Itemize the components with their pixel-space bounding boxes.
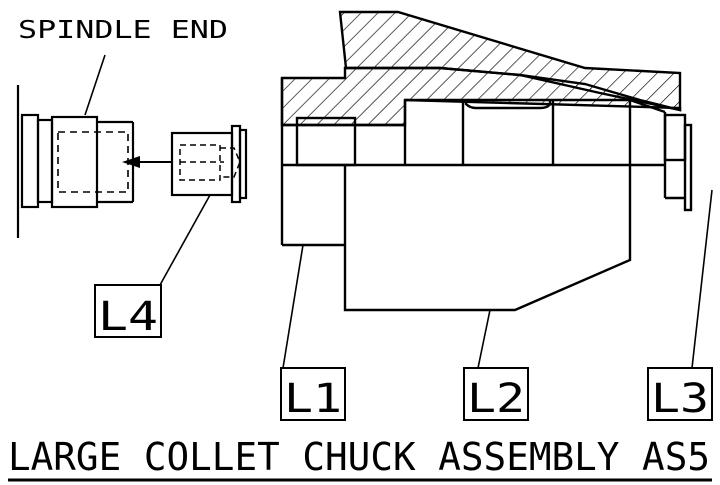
callout-box-l4: [94, 284, 162, 338]
collet-part: [170, 124, 248, 204]
callout-l1: L1: [284, 376, 342, 422]
callout-box-l2: [463, 367, 529, 421]
leader-lines: [84, 54, 713, 369]
callout-l4: L4: [98, 294, 158, 340]
chuck-body-outline: [280, 78, 693, 312]
callout-box-l3: [647, 367, 713, 421]
callout-l2: L2: [467, 376, 525, 422]
drawing-title: LARGE COLLET CHUCK ASSEMBLY AS5: [8, 435, 710, 479]
insert-arrow: [122, 156, 172, 168]
callout-l3: L3: [651, 376, 709, 422]
spindle-end-part: [16, 85, 135, 238]
spindle-end-label: SPINDLE END: [18, 15, 228, 44]
callout-box-l1: [280, 367, 346, 421]
